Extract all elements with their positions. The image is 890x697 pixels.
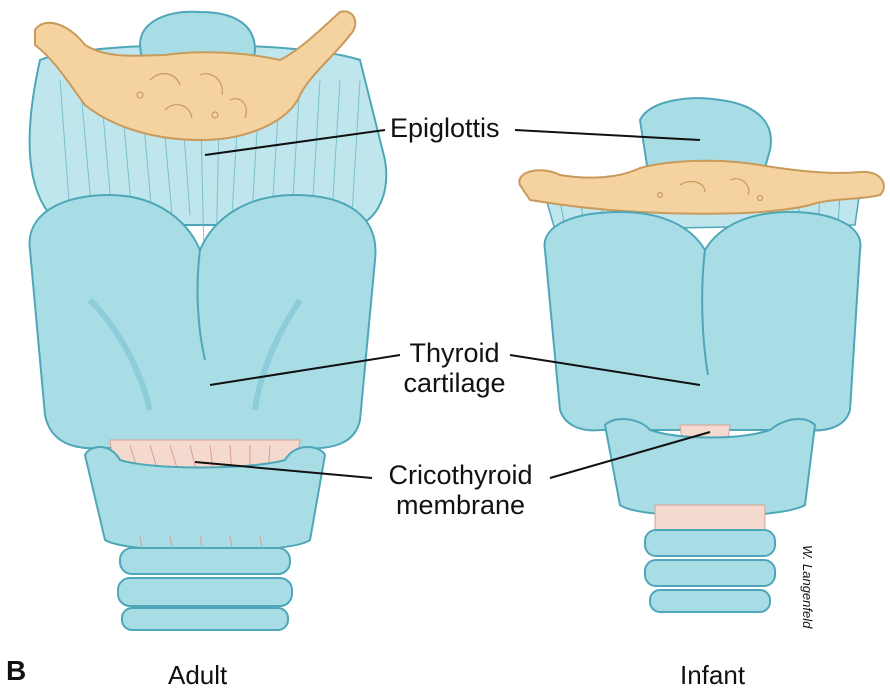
thyroid-label-line1: Thyroid	[392, 338, 517, 368]
adult-larynx	[30, 11, 387, 630]
infant-caption: Infant	[680, 660, 745, 691]
infant-larynx	[519, 98, 884, 612]
infant-trachea	[645, 505, 775, 612]
adult-thyroid-cartilage	[30, 195, 376, 448]
cricothyroid-membrane-label: Cricothyroid membrane	[368, 460, 553, 520]
crico-label-line2: membrane	[368, 490, 553, 520]
thyroid-label-line2: cartilage	[392, 368, 517, 398]
thyroid-cartilage-label: Thyroid cartilage	[392, 338, 517, 398]
adult-caption: Adult	[168, 660, 227, 691]
adult-trachea	[118, 536, 292, 630]
crico-label-line1: Cricothyroid	[368, 460, 553, 490]
panel-letter: B	[6, 655, 26, 687]
epiglottis-label: Epiglottis	[390, 113, 500, 143]
artist-signature: W. Langenfeld	[800, 545, 815, 628]
